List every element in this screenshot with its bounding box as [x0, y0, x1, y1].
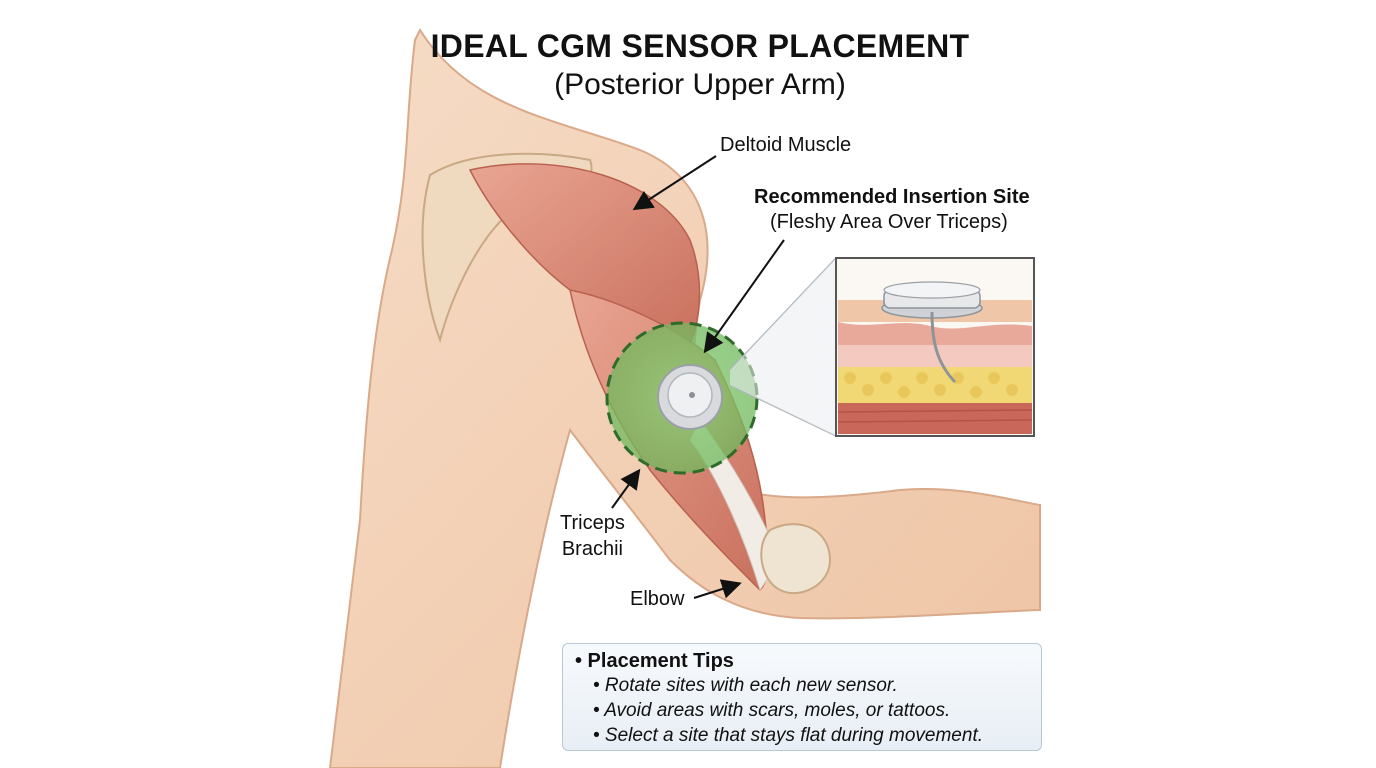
skin-cross-section-inset	[835, 257, 1035, 437]
elbow-arrow	[693, 579, 742, 599]
insertion-site-subtitle: (Fleshy Area Over Triceps)	[770, 211, 1008, 233]
tip-item: • Select a site that stays flat during m…	[593, 725, 984, 746]
placement-tips-panel: • Placement Tips • Rotate sites with eac…	[562, 643, 1042, 751]
triceps-arrow	[611, 468, 641, 509]
elbow-label: Elbow	[630, 588, 685, 610]
elbow-bone	[760, 523, 832, 595]
deltoid-arrow	[632, 155, 717, 211]
deltoid-label: Deltoid Muscle	[720, 134, 852, 156]
tip-item: • Rotate sites with each new sensor.	[593, 675, 898, 696]
page-subtitle: (Posterior Upper Arm)	[554, 68, 846, 101]
tips-heading: • Placement Tips	[575, 650, 734, 672]
callout-beam	[730, 258, 836, 436]
insertion-site-title: Recommended Insertion Site	[754, 186, 1030, 208]
triceps-label-line2: Brachii	[561, 538, 623, 560]
tip-item: • Avoid areas with scars, moles, or tatt…	[593, 700, 951, 721]
page-title: IDEAL CGM SENSOR PLACEMENT	[430, 28, 970, 64]
triceps-label-line1: Triceps	[560, 512, 625, 534]
triceps-label: Triceps Brachii	[560, 510, 625, 562]
insertion-site-arrow	[703, 239, 785, 354]
sensor-device	[657, 364, 723, 430]
